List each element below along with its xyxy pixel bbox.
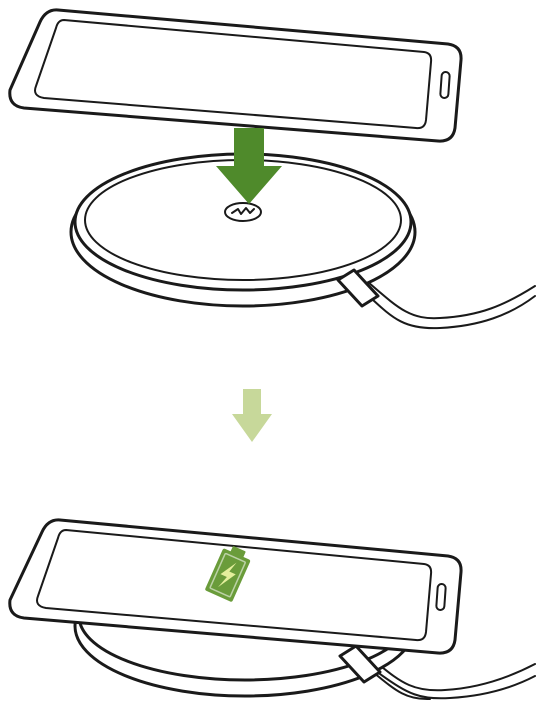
step-charging [10,520,535,699]
step-place-phone [10,10,535,328]
phone-body [10,10,461,141]
charger-cable [360,288,535,328]
phone-top [10,10,461,141]
down-arrow-icon [232,389,272,442]
charging-pad-top [71,154,535,328]
